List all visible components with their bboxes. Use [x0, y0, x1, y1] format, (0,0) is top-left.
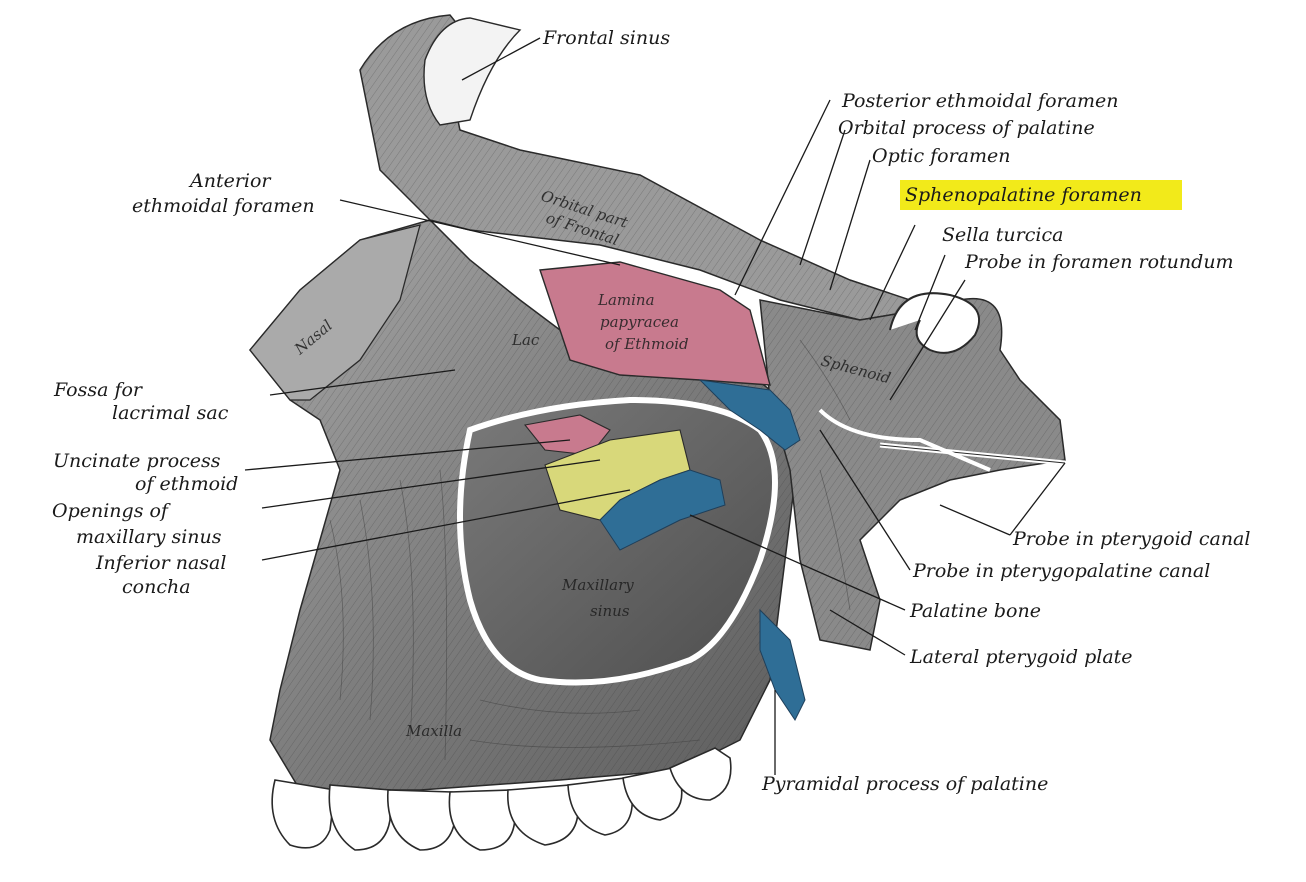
- surface-hatching: [329, 339, 851, 761]
- label-uncinate-1: Uncinate process: [53, 450, 221, 472]
- inlabel-maxillary-sinus-2: sinus: [590, 602, 630, 620]
- palatine-bone-upper[interactable]: [698, 379, 801, 451]
- label-inferior-concha-2: concha: [122, 576, 191, 598]
- label-probe-pterygoid-canal: Probe in pterygoid canal: [1012, 528, 1250, 550]
- leader-lines: [244, 37, 1066, 775]
- frontal-sinus-cavity: [423, 17, 522, 126]
- palatine-bone-lower[interactable]: [599, 469, 726, 551]
- label-anterior-ethmoidal-1: Anterior: [188, 170, 272, 192]
- label-lateral-pterygoid-plate: Lateral pterygoid plate: [909, 646, 1133, 668]
- inlabel-lac: Lac: [511, 331, 540, 349]
- teeth: [271, 747, 732, 851]
- inlabel-lamina-2: papyracea: [600, 313, 679, 331]
- label-sella-turcica: Sella turcica: [942, 224, 1063, 246]
- labels: Frontal sinus Posterior ethmoidal forame…: [52, 27, 1250, 795]
- label-openings-2: maxillary sinus: [76, 526, 222, 548]
- label-frontal-sinus: Frontal sinus: [542, 27, 670, 49]
- inlabel-maxillary-sinus-1: Maxillary: [561, 576, 634, 594]
- label-anterior-ethmoidal-2: ethmoidal foramen: [132, 195, 315, 217]
- inlabel-lamina-3: of Ethmoid: [605, 335, 689, 353]
- highlight-box: [900, 180, 1182, 210]
- label-posterior-ethmoidal-foramen: Posterior ethmoidal foramen: [841, 90, 1118, 112]
- label-uncinate-2: of ethmoid: [135, 473, 238, 495]
- label-sphenopalatine-foramen[interactable]: Sphenopalatine foramen: [905, 184, 1142, 206]
- nasal-bone: [249, 224, 421, 401]
- label-pyramidal-process: Pyramidal process of palatine: [761, 773, 1048, 795]
- sella-turcica: [889, 292, 980, 354]
- label-probe-pterygopalatine-canal: Probe in pterygopalatine canal: [912, 560, 1210, 582]
- label-fossa-lacrimal-1: Fossa for: [53, 379, 144, 401]
- label-palatine-bone: Palatine bone: [909, 600, 1041, 622]
- inlabel-maxilla: Maxilla: [405, 722, 462, 740]
- label-fossa-lacrimal-2: lacrimal sac: [112, 402, 229, 424]
- label-openings-1: Openings of: [52, 500, 171, 522]
- inlabel-lamina-1: Lamina: [597, 291, 655, 309]
- probes: [818, 408, 1066, 472]
- pyramidal-process[interactable]: [759, 608, 806, 721]
- uncinate-process[interactable]: [523, 414, 611, 456]
- label-inferior-concha-1: Inferior nasal: [95, 552, 226, 574]
- label-optic-foramen: Optic foramen: [872, 145, 1011, 167]
- label-orbital-process-palatine: Orbital process of palatine: [838, 117, 1095, 139]
- label-probe-foramen-rotundum: Probe in foramen rotundum: [964, 251, 1234, 273]
- lamina-papyracea[interactable]: [539, 261, 771, 386]
